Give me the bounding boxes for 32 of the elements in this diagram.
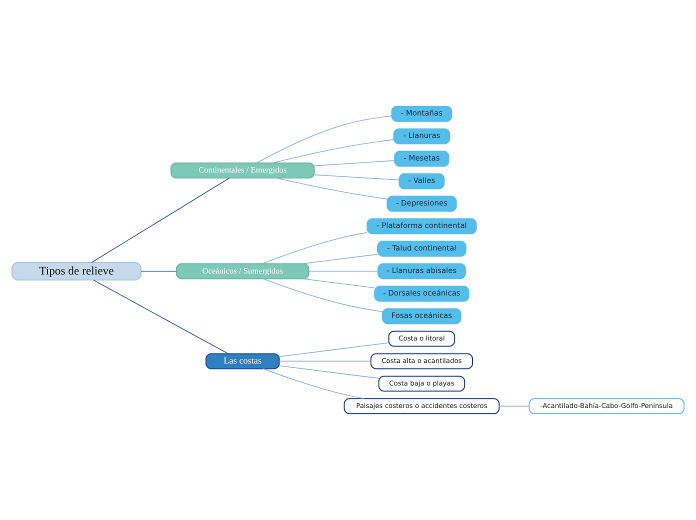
node-box: Continentales / Emergidos <box>170 162 315 178</box>
connector <box>140 270 177 272</box>
node-box: - Llanuras abisales <box>377 263 466 280</box>
connector <box>276 178 388 200</box>
connector <box>262 368 365 400</box>
connector <box>314 160 396 166</box>
connector <box>278 360 371 362</box>
connector <box>91 178 230 263</box>
node-box: Las costas <box>206 353 280 370</box>
node-box: - Montañas <box>391 106 452 122</box>
connector <box>262 232 368 264</box>
node-box: - Plataforma continental <box>366 218 477 234</box>
node-box: - Dorsales oceánicas <box>374 286 470 302</box>
connector <box>262 278 383 312</box>
connector <box>256 116 392 164</box>
node-box: - Llanuras <box>393 128 450 144</box>
node-box: - Depresiones <box>386 196 457 212</box>
node-box: Fosas oceánicas <box>382 308 462 324</box>
node-box: - Valles <box>398 173 445 190</box>
connector <box>278 342 390 358</box>
connector <box>498 406 530 407</box>
connector <box>278 365 380 379</box>
node-box: - Mesetas <box>394 150 450 167</box>
connector <box>302 254 378 264</box>
connector <box>302 278 375 288</box>
node-box: - Talud continental <box>377 240 466 257</box>
connector <box>314 174 400 180</box>
node-box: Oceánicos / Sumergidos <box>176 263 310 280</box>
connector <box>308 270 378 272</box>
connector <box>92 280 228 354</box>
connector <box>272 139 394 164</box>
node-box: Tipos de relieve <box>11 262 142 280</box>
